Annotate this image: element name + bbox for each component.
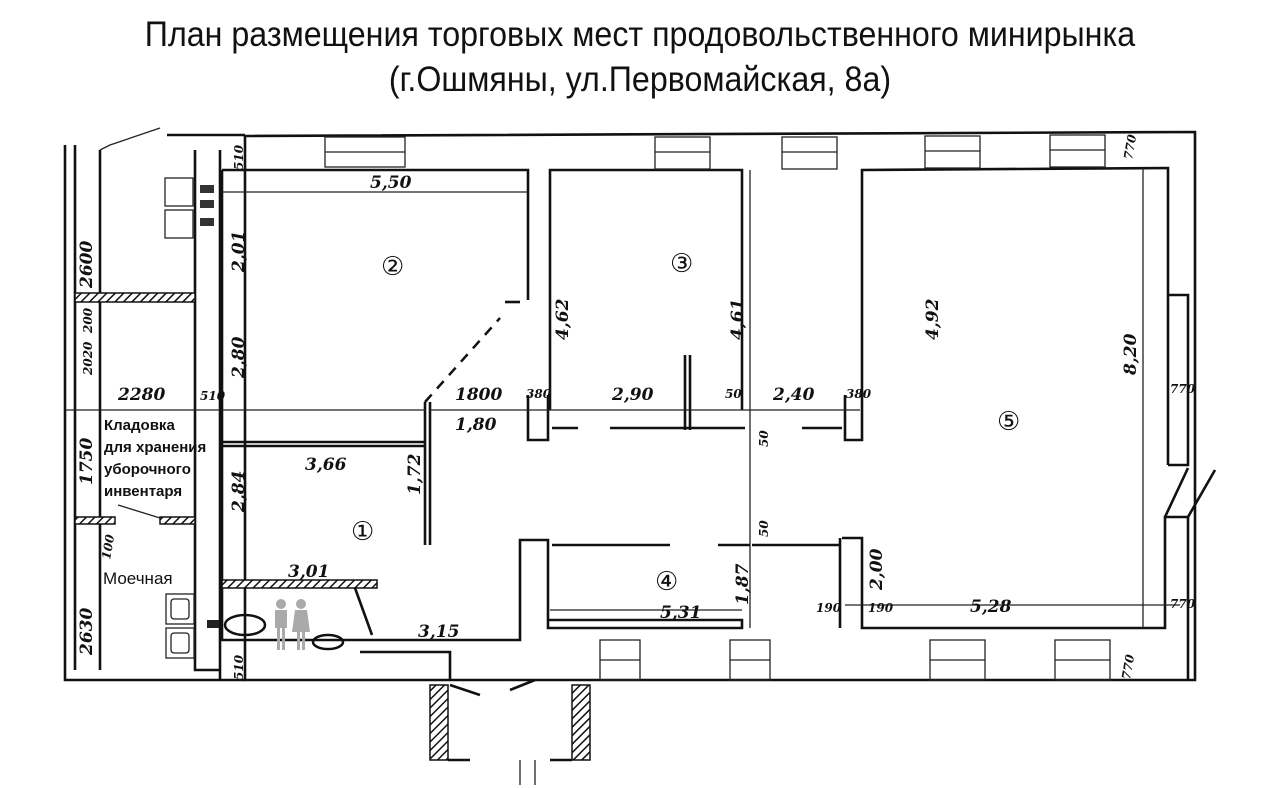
hatched-wall [74,516,116,525]
entrance-porch [429,678,591,785]
hatched-wall [74,292,196,303]
dim-room3-width: 2,90 [611,385,654,405]
room-2-number: ② [381,252,404,282]
storage-label-line3: уборочного [104,461,191,478]
restroom-icon [275,599,310,650]
dim-380-b: 380 [846,387,872,401]
storage-label-line4: инвентаря [104,483,182,500]
room-5-number: ⑤ [997,407,1020,437]
dim-2280: 2280 [117,385,165,405]
dim-room3-h-right: 4,61 [728,299,748,340]
dim-50-c: 50 [757,520,771,537]
dim-2600: 2600 [77,241,97,289]
dim-partition: 1,72 [405,453,425,495]
dim-770-right: 770 [1170,382,1196,396]
dim-200-h: 2,00 [867,548,887,591]
dim-2020: 2020 [81,341,95,376]
dim-50-a: 50 [725,387,742,401]
storage-label-line1: Кладовка [104,417,175,434]
windows [324,134,1111,681]
dim-room4-h: 1,87 [733,563,753,605]
dim-2630: 2630 [77,608,97,656]
dim-50-b: 50 [757,430,771,447]
dim-room4-width: 5,31 [660,603,701,623]
dim-190-b: 190 [868,601,894,615]
dim-770-top: 770 [1121,133,1139,161]
dim-room1-width: 3,66 [305,455,347,475]
shelves-icon [164,177,214,239]
hatched-wall [221,579,378,589]
dim-room5-h2: 8,20 [1121,333,1141,376]
dim-200: 200 [81,307,95,334]
dim-room5-width: 5,28 [970,597,1012,617]
dim-190-a: 190 [816,601,842,615]
dim-room3-h-left: 4,62 [553,298,573,340]
plan-address: (г.Ошмяны, ул.Первомайская, 8а) [388,60,892,99]
storage-label-line2: для хранения [104,439,206,456]
dim-room2-h2: 2,80 [229,336,249,379]
plan-title: План размещения торговых мест продовольс… [144,15,1136,54]
dim-770-bottom: 770 [1119,653,1137,681]
dim-door-1800: 1800 [455,385,502,405]
dim-770-lower: 770 [1170,597,1196,611]
dim-door-180: 1,80 [455,415,497,435]
dim-380-a: 380 [526,387,552,401]
washroom-label: Моечная [103,569,173,588]
room-3-number: ③ [670,249,693,279]
hatched-wall [159,516,196,525]
sink-icon [165,593,195,659]
left-annex-walls [63,127,245,682]
toilet-icon [207,613,345,651]
dimension-labels: 2600 200 2020 2280 510 1750 100 2630 510… [77,133,1196,681]
dim-room2-width: 5,50 [370,173,412,193]
dim-room1-h: 2,84 [229,471,249,513]
dim-510-left: 510 [200,389,226,403]
dim-510-bottom: 510 [232,654,246,680]
dim-100: 100 [99,533,117,561]
dim-1750: 1750 [77,438,97,485]
dim-room1-bottom: 3,15 [418,622,459,642]
dim-wc-width: 3,01 [288,562,329,582]
main-walls [220,130,1217,682]
dim-240: 2,40 [772,385,815,405]
dim-room5-h1: 4,92 [923,298,943,340]
dim-room2-h1: 2,01 [229,231,249,273]
room-1-number: ① [351,517,374,547]
room-4-number: ④ [655,567,678,597]
dim-510-top: 510 [232,144,246,170]
